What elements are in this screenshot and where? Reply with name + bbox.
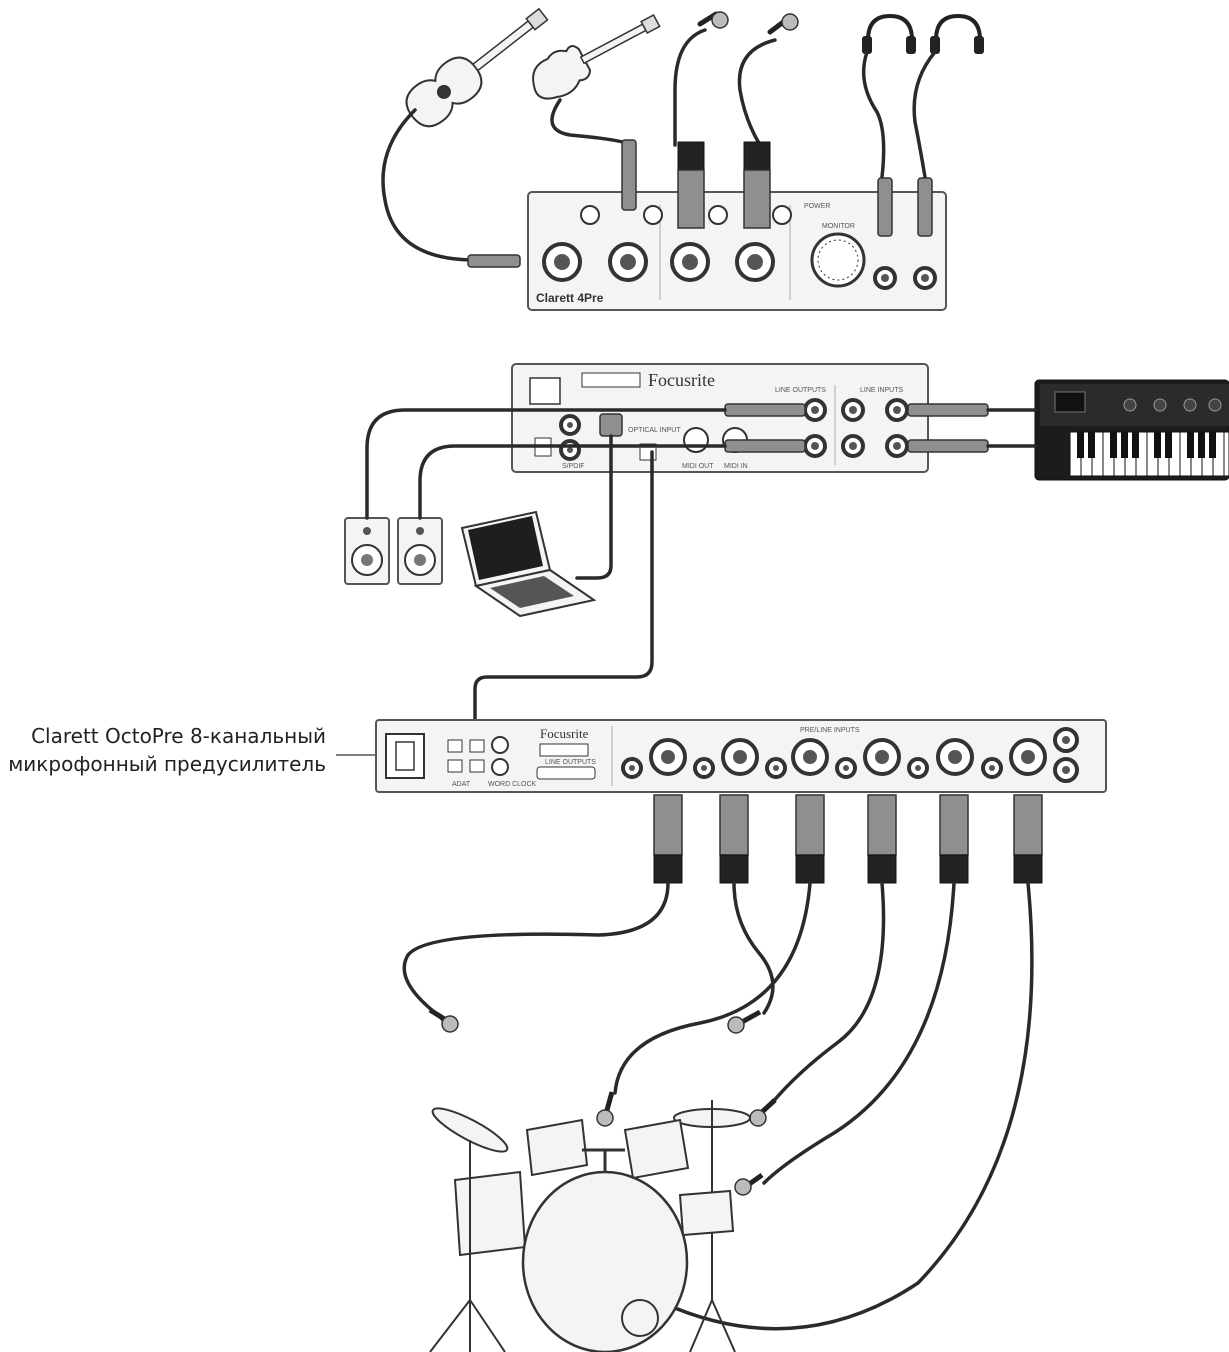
adat-label: ADAT	[452, 781, 471, 788]
xlr-plug	[868, 795, 896, 883]
monitor-label: MONITOR	[822, 223, 855, 230]
headphone-cable	[914, 52, 935, 177]
power-label: POWER	[804, 203, 830, 210]
headphones-icon	[862, 16, 916, 54]
drum-kit-icon	[428, 1100, 750, 1352]
mic-cable	[772, 883, 884, 1103]
mic-cable	[739, 40, 775, 145]
mic-cable	[734, 883, 773, 1013]
laptop-icon	[462, 512, 594, 616]
jack-plug	[725, 404, 805, 416]
callout-line-1: Clarett OctoPre 8-канальный	[0, 722, 326, 750]
mic-cable	[675, 30, 705, 145]
jack-plug	[622, 140, 636, 210]
midi-out-label: MIDI OUT	[682, 463, 714, 470]
xlr-plug	[678, 142, 704, 170]
mic-cable	[663, 883, 1032, 1329]
model-label: Clarett 4Pre	[536, 291, 604, 305]
callout-line-2: микрофонный предусилитель	[0, 750, 326, 778]
synthesizer-icon	[1035, 380, 1229, 480]
word-clock-label: WORD CLOCK	[488, 781, 537, 788]
line-inputs-label: LINE INPUTS	[860, 387, 904, 394]
xlr-plug	[654, 795, 682, 883]
mic-cable	[615, 883, 810, 1093]
xlr-plug	[796, 795, 824, 883]
xlr-plug	[1014, 795, 1042, 883]
speaker-icon	[345, 518, 389, 584]
jack-plug	[918, 178, 932, 236]
microphone-icon	[700, 12, 728, 28]
mic-cable	[404, 883, 668, 1025]
speaker-icon	[398, 518, 442, 584]
octopre-line-outputs-label: LINE OUTPUTS	[545, 759, 596, 766]
microphone-icon	[770, 14, 798, 32]
line-outputs-label: LINE OUTPUTS	[775, 387, 826, 394]
headphones-icon	[930, 16, 984, 54]
octopre-callout: Clarett OctoPre 8-канальный микрофонный …	[0, 722, 326, 778]
pre-line-inputs-label: PRE/LINE INPUTS	[800, 727, 860, 734]
jack-plug	[908, 404, 988, 416]
guitar-cable	[552, 100, 630, 205]
mic-cable	[764, 883, 954, 1183]
brand-label: Focusrite	[648, 370, 715, 390]
microphone-icon	[735, 1175, 762, 1195]
jack-plug	[878, 178, 892, 236]
microphone-icon	[728, 1012, 760, 1033]
jack-plug	[908, 440, 988, 452]
jack-plug	[725, 440, 805, 452]
xlr-plug	[940, 795, 968, 883]
acoustic-guitar-icon	[399, 0, 557, 134]
microphone-icon	[750, 1100, 775, 1126]
spdif-label: S/PDIF	[562, 463, 585, 470]
microphone-icon	[430, 1010, 458, 1032]
midi-in-label: MIDI IN	[724, 463, 748, 470]
usb-plug	[600, 414, 622, 436]
xlr-plug	[744, 170, 770, 228]
xlr-plug	[678, 170, 704, 228]
xlr-plug	[720, 795, 748, 883]
jack-plug	[468, 255, 520, 267]
headphone-cable	[864, 52, 884, 177]
xlr-plug	[744, 142, 770, 170]
clarett-octopre-rear-panel: Focusrite ADAT WORD CLOCK LINE OUTPUTS P…	[376, 720, 1106, 792]
microphone-icon	[597, 1092, 613, 1126]
clarett-4pre-rear-panel: Focusrite LINE OUTPUTS LINE INPUTS OPTIC…	[512, 364, 928, 472]
optical-label: OPTICAL INPUT	[628, 427, 681, 434]
octopre-brand-label: Focusrite	[540, 726, 589, 741]
guitar-cable	[383, 110, 505, 260]
